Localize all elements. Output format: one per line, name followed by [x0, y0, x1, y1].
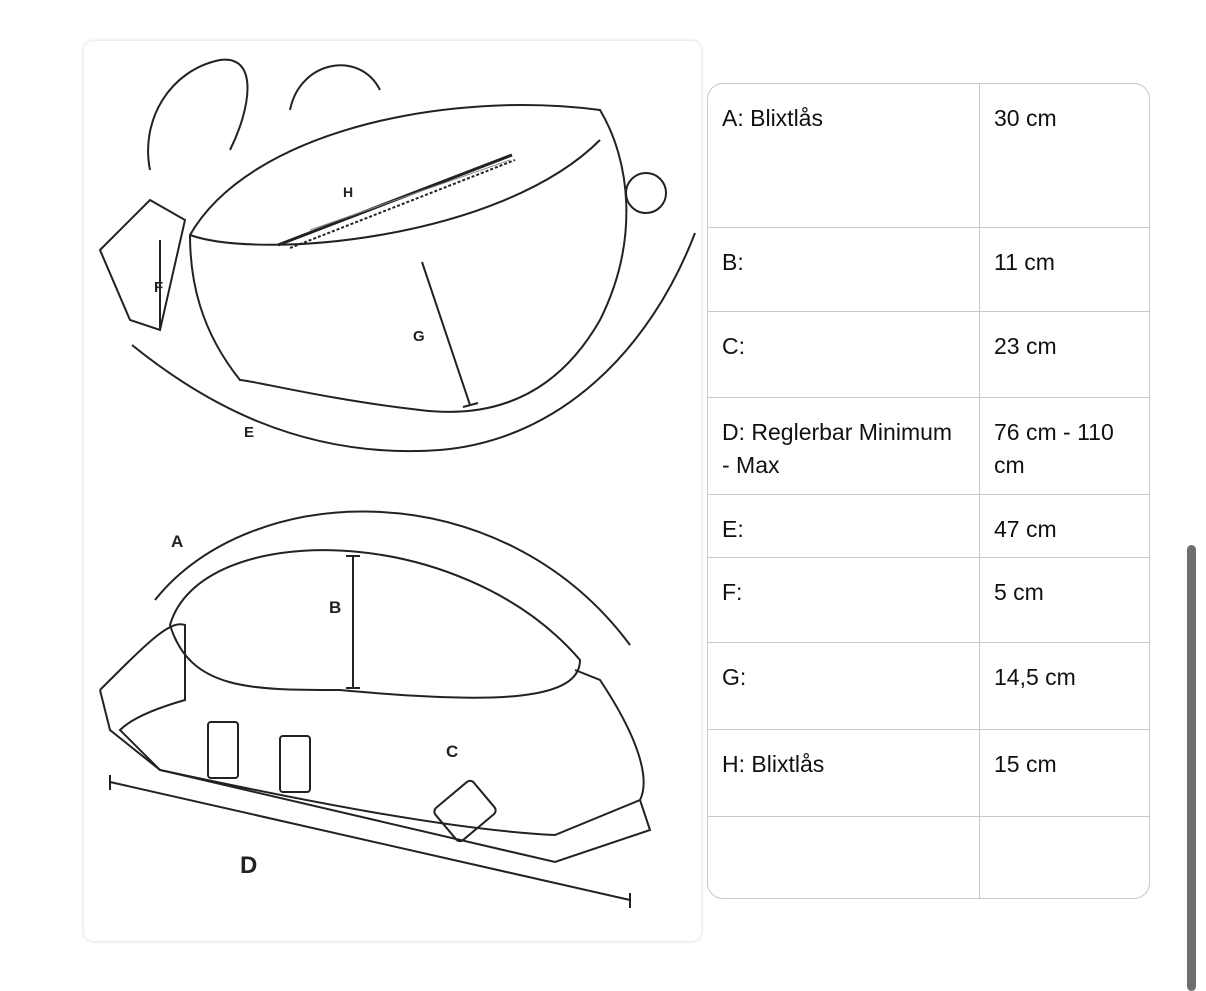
row-label: G: — [708, 643, 980, 729]
label-g: G — [413, 328, 425, 345]
table-row: G: 14,5 cm — [708, 642, 1149, 729]
row-value: 11 cm — [994, 249, 1055, 275]
label-d: D — [240, 852, 258, 879]
row-label: A: Blixtlås — [708, 84, 980, 227]
label-h: H — [343, 184, 354, 200]
table-row — [708, 816, 1149, 898]
label-b: B — [329, 598, 342, 617]
row-value: 23 cm — [994, 333, 1057, 359]
table-row: C: 23 cm — [708, 311, 1149, 397]
row-label: B: — [708, 228, 980, 311]
row-value: 15 cm — [994, 751, 1057, 777]
row-value: 14,5 cm — [994, 664, 1076, 690]
label-f: F — [154, 279, 164, 296]
row-label: H: Blixtlås — [708, 730, 980, 816]
row-value: 30 cm — [994, 105, 1057, 131]
table-row: A: Blixtlås 30 cm — [708, 84, 1149, 227]
label-c: C — [446, 742, 459, 761]
table-row: E: 47 cm — [708, 494, 1149, 557]
bag-illustration: H F G E A B C D — [84, 41, 701, 941]
table-row: F: 5 cm — [708, 557, 1149, 642]
row-value: 47 cm — [994, 516, 1057, 542]
scrollbar[interactable] — [1187, 545, 1196, 991]
row-value: 76 cm - 110 cm — [994, 419, 1114, 478]
row-label: C: — [708, 312, 980, 397]
table-row: B: 11 cm — [708, 227, 1149, 311]
row-label: F: — [708, 558, 980, 642]
row-label: D: Reglerbar Minimum - Max — [708, 398, 980, 494]
row-value — [980, 817, 1149, 898]
table-row: H: Blixtlås 15 cm — [708, 729, 1149, 816]
row-label: E: — [708, 495, 980, 557]
row-value: 5 cm — [994, 579, 1044, 605]
bag-drawing — [98, 58, 696, 908]
label-a: A — [171, 532, 184, 551]
row-label — [708, 817, 980, 898]
label-e: E — [244, 424, 255, 441]
dimensions-table: A: Blixtlås 30 cm B: 11 cm C: 23 cm D: Regl… — [707, 83, 1150, 899]
